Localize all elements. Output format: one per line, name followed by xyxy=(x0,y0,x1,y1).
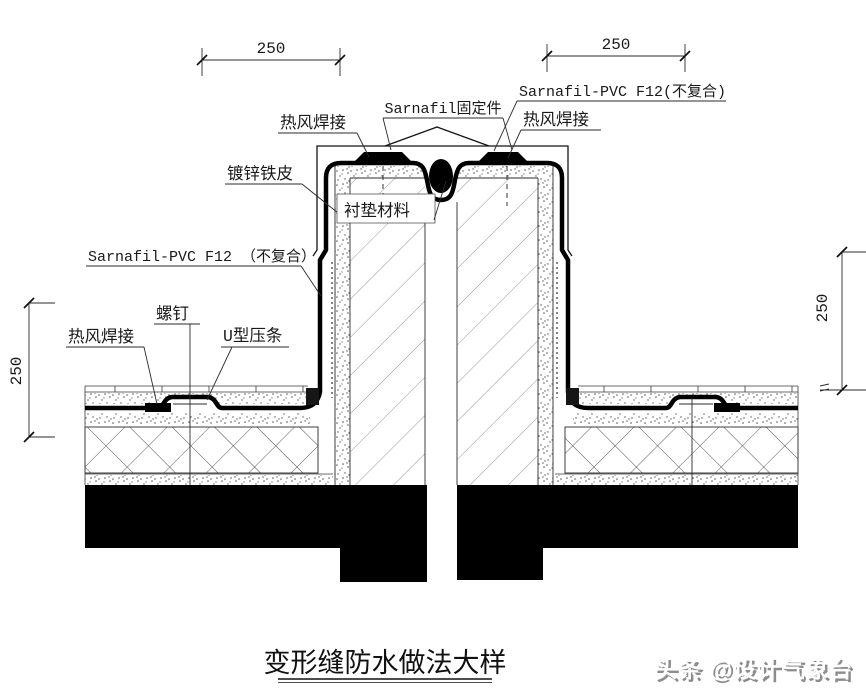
corner-lap-left xyxy=(306,388,319,405)
label-hot-air-weld-top-right: 热风焊接 xyxy=(507,110,601,159)
backing-rod xyxy=(429,159,453,193)
svg-text:热风焊接: 热风焊接 xyxy=(68,327,134,347)
membrane-profile xyxy=(85,160,798,411)
svg-text:镀锌铁皮: 镀锌铁皮 xyxy=(227,164,293,184)
corner-lap-right xyxy=(566,388,579,405)
cap-outline xyxy=(312,145,573,257)
galvanized-cap-flashing xyxy=(312,126,573,257)
bedding-layer xyxy=(85,413,310,424)
annotations: 热风焊接 Sarnafil固定件 Sarnafil-PVC F12(不复合) 热… xyxy=(66,82,726,405)
wall-mortar-face xyxy=(538,178,553,485)
label-sarnafil-fixture: Sarnafil固定件 xyxy=(382,100,513,151)
dim-value: 250 xyxy=(257,40,286,58)
right-upstand-wall xyxy=(456,166,554,485)
svg-text:热风焊接: 热风焊接 xyxy=(280,113,346,133)
insulation-layer xyxy=(84,426,319,474)
cap-ridge-seam xyxy=(384,126,490,147)
wall-hatch xyxy=(457,178,538,485)
svg-text:螺钉: 螺钉 xyxy=(156,304,189,324)
leveling-layer xyxy=(555,475,798,486)
fixture-profile-right xyxy=(476,152,530,164)
label-backing-material: 衬垫材料 xyxy=(336,180,447,224)
label-u-shaped-batten: U型压条 xyxy=(206,326,289,401)
label-screw: 螺钉 xyxy=(154,304,200,325)
svg-text:Sarnafil-PVC F12 （不复合）: Sarnafil-PVC F12 （不复合） xyxy=(88,247,316,266)
leveling-layer xyxy=(85,475,333,486)
roof-finish-ticks xyxy=(603,386,793,392)
dimension-top-right: 250 xyxy=(541,36,691,72)
svg-text:Sarnafil固定件: Sarnafil固定件 xyxy=(384,100,501,118)
label-box xyxy=(336,193,436,224)
insulation-layer xyxy=(564,426,799,474)
wall-mortar-top xyxy=(457,166,553,178)
label-hot-air-weld-left: 热风焊接 xyxy=(66,327,158,405)
title-text: 变形缝防水做法大样 xyxy=(264,648,507,678)
waterproof-membrane xyxy=(85,152,798,412)
dim-value: 250 xyxy=(602,36,631,54)
wall-mortar-top xyxy=(335,166,425,178)
slab-left xyxy=(85,485,427,582)
dimension-right: 250 xyxy=(814,246,866,396)
drawing-title: 变形缝防水做法大样 xyxy=(264,648,507,683)
svg-text:衬垫材料: 衬垫材料 xyxy=(344,201,410,221)
weld-seam-left xyxy=(145,403,171,412)
weld-seam-right xyxy=(714,403,740,412)
slab-right xyxy=(457,485,798,580)
watermark-text: 头条 @设计气象台 xyxy=(654,656,853,682)
dim-value: 250 xyxy=(8,357,26,386)
roof-finish-ticks xyxy=(114,386,304,392)
watermark-shadow-text: 头条 @设计气象台 xyxy=(657,659,856,685)
structural-slabs xyxy=(85,485,798,582)
left-upstand-wall xyxy=(334,166,426,485)
bedding-layer xyxy=(573,413,798,424)
label-sarnafil-pvc-top-right: Sarnafil-PVC F12(不复合) xyxy=(493,82,726,152)
dimension-left: 250 xyxy=(8,297,55,443)
label-galvanized-sheet: 镀锌铁皮 xyxy=(225,164,349,222)
svg-text:U型压条: U型压条 xyxy=(223,326,282,346)
label-sarnafil-pvc-left: Sarnafil-PVC F12 （不复合） xyxy=(86,247,322,297)
wall-mortar-face xyxy=(335,178,350,485)
fasteners xyxy=(189,166,693,485)
dim-value: 250 xyxy=(814,294,832,323)
dimension-top-left: 250 xyxy=(196,40,346,76)
wall-hatch xyxy=(350,178,425,485)
svg-text:Sarnafil-PVC F12(不复合): Sarnafil-PVC F12(不复合) xyxy=(519,82,726,101)
watermark: 头条 @设计气象台 头条 @设计气象台 xyxy=(654,656,856,685)
fixture-profile-left xyxy=(352,152,414,164)
svg-text:热风焊接: 热风焊接 xyxy=(523,110,589,130)
label-hot-air-weld-top-left: 热风焊接 xyxy=(278,113,370,158)
